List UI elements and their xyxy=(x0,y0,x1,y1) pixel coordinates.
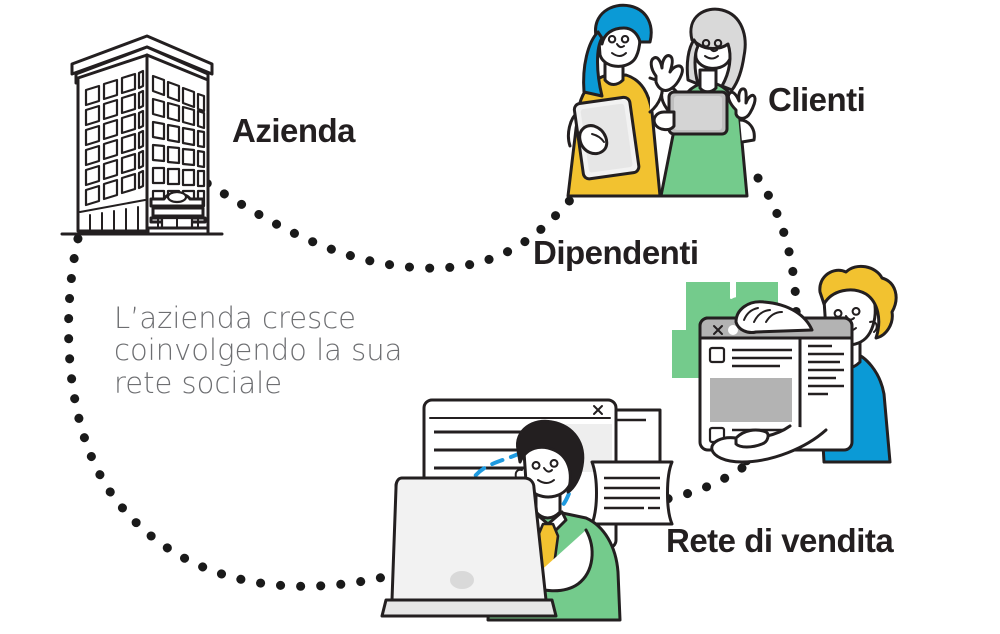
building-entrance-icon xyxy=(146,190,210,236)
caption-text: L’azienda cresce coinvolgendo la sua ret… xyxy=(114,301,403,400)
man-at-laptop-icon xyxy=(380,398,674,622)
node-label-clienti: Clienti xyxy=(768,81,866,118)
man-holding-browser-window-icon xyxy=(672,264,898,464)
connector-dipendenti-to-rete xyxy=(657,463,747,505)
office-building-icon xyxy=(60,34,224,236)
connector-rete-to-azienda xyxy=(64,225,405,591)
woman-yellow-dress xyxy=(566,3,684,198)
woman-green-dress xyxy=(652,7,757,198)
browser-window-mockup xyxy=(698,316,854,452)
node-label-azienda: Azienda xyxy=(232,112,356,149)
connector-azienda-to-clienti xyxy=(185,168,595,273)
laptop-icon xyxy=(380,476,558,618)
two-women-with-tablets-icon xyxy=(566,3,757,198)
node-label-dipendenti: Dipendenti xyxy=(533,234,699,271)
node-label-rete-di-vendita: Rete di vendita xyxy=(666,522,894,559)
